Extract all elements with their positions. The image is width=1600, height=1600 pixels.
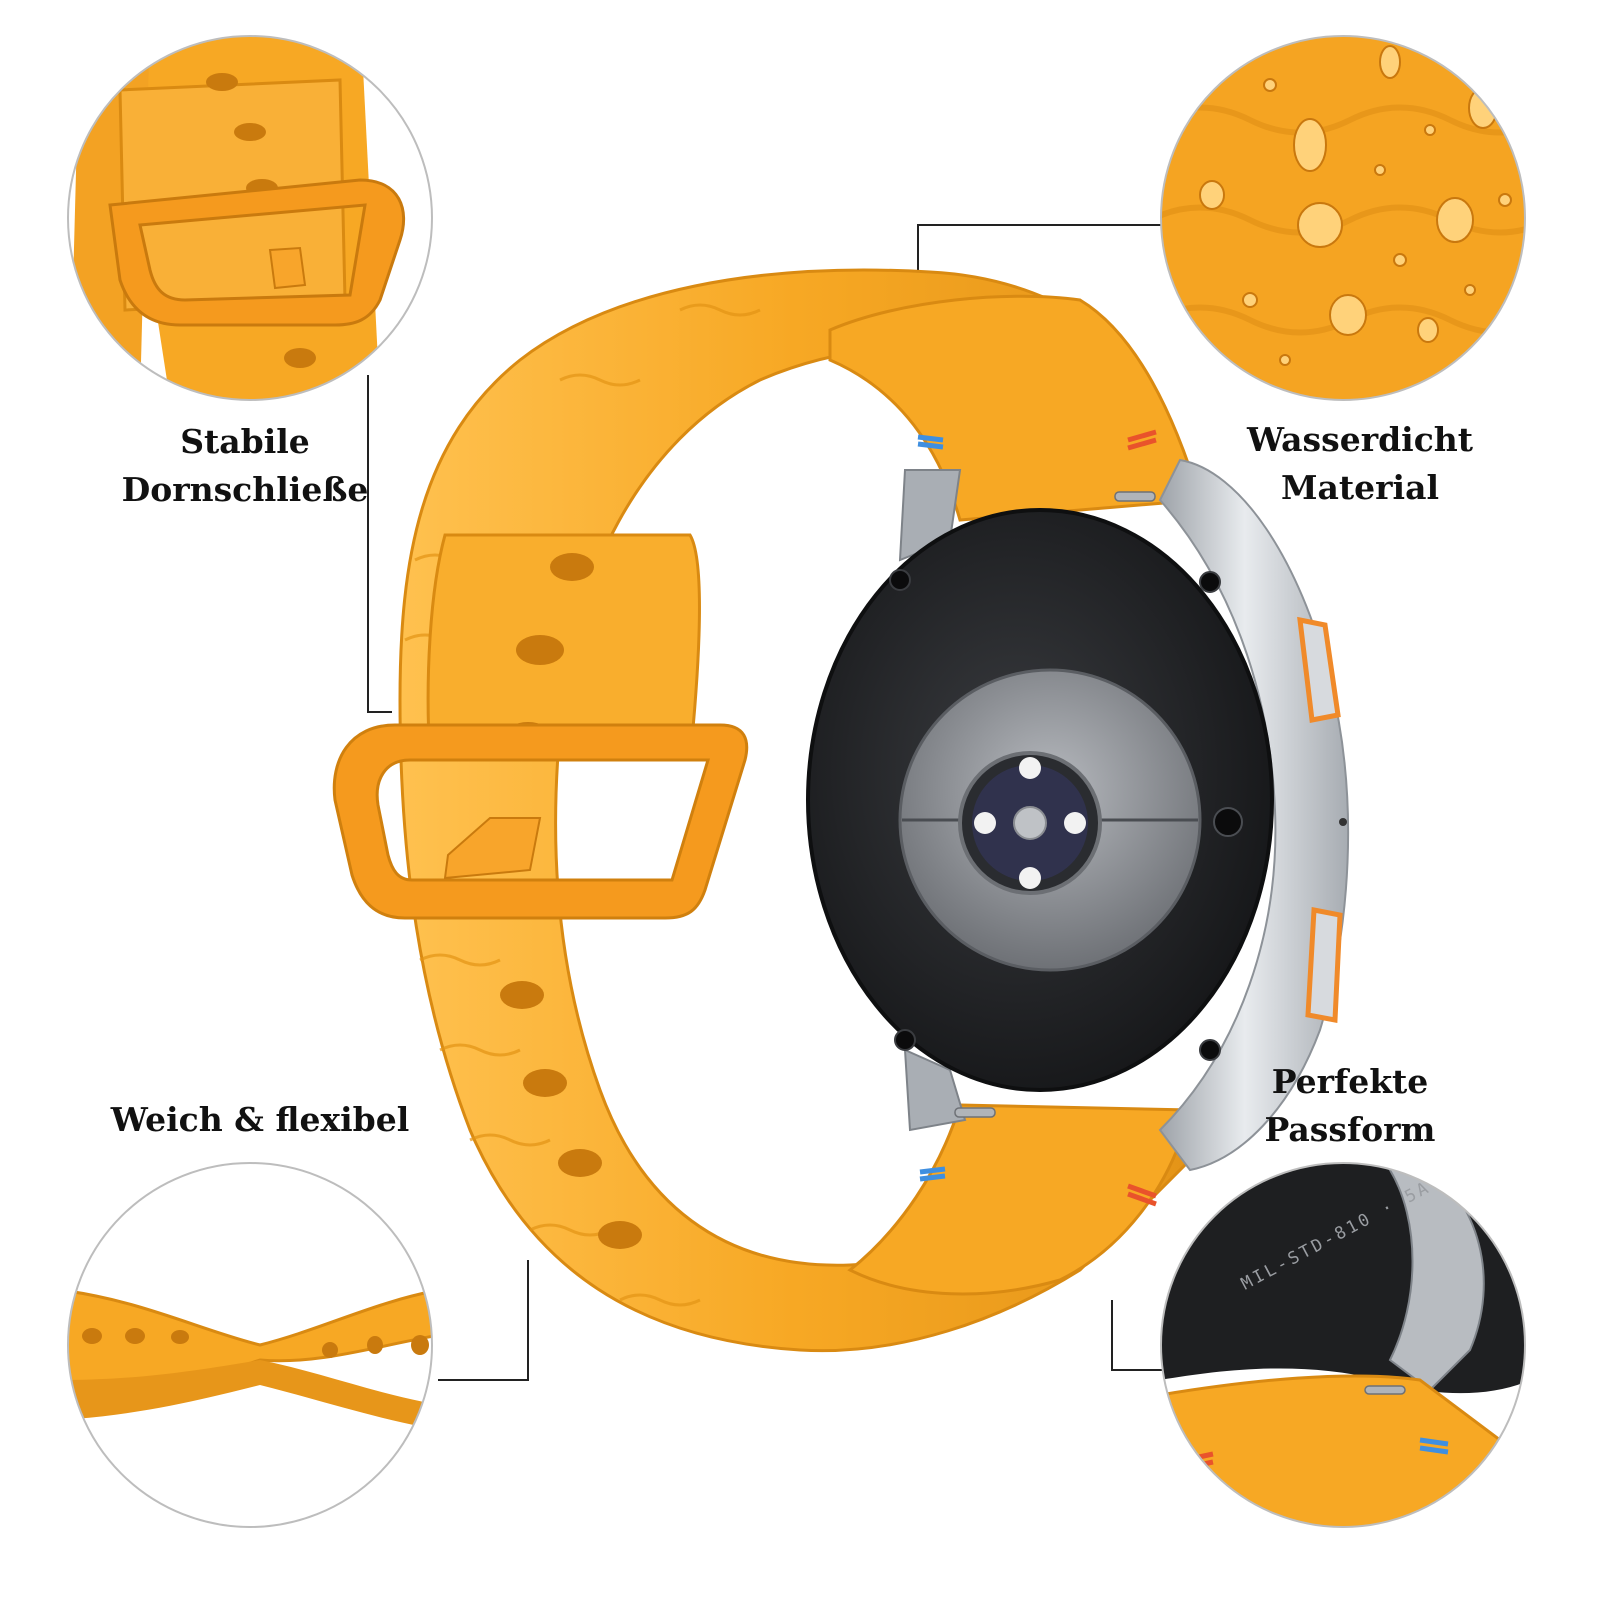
feature-label-fit: Perfekte Passform: [1240, 1058, 1460, 1154]
watch-side-dot: [1339, 818, 1347, 826]
feature-label-buckle-line1: Stabile: [180, 422, 310, 461]
detail-circle-buckle: [67, 35, 433, 401]
band-wave-ridges: [404, 303, 761, 1307]
feature-label-soft: Weich & flexibel: [110, 1096, 410, 1144]
sensor-leds: [974, 757, 1086, 889]
detail-circle-waterproof: [1160, 35, 1526, 401]
watch-button-top: [1297, 616, 1341, 723]
feature-label-waterproof: Wasserdicht Material: [1230, 416, 1490, 512]
callout-line-waterproof: [917, 224, 1178, 270]
watch-button-bottom: [1305, 907, 1343, 1023]
spring-bars: [954, 491, 1156, 1118]
feature-label-buckle: Stabile Dornschließe: [110, 418, 380, 514]
callout-line-buckle: [367, 375, 392, 713]
callout-line-soft: [438, 1260, 529, 1381]
watch-lug-bottom: [903, 1048, 967, 1132]
buckle-tongue: [443, 817, 542, 880]
watch-mic-hole: [1213, 807, 1243, 837]
callout-line-fit: [1111, 1300, 1178, 1371]
detail-circle-fit: MIL-STD-810 · 5ATM · DX+: [1160, 1162, 1526, 1528]
band-upper-strap: [828, 294, 1202, 522]
detail-circle-soft: [67, 1162, 433, 1528]
buckle-frame: [332, 723, 749, 920]
band-stitch-accents: [917, 429, 1157, 1207]
water-drops: [1199, 45, 1512, 366]
feature-label-buckle-line2: Dornschließe: [121, 470, 369, 509]
sensor-core: [1013, 806, 1047, 840]
callout-lines: [367, 224, 1178, 1381]
feature-label-soft-line1: Weich & flexibel: [110, 1100, 410, 1139]
feature-label-fit-line2: Passform: [1264, 1110, 1436, 1149]
feature-label-fit-line1: Perfekte: [1271, 1062, 1429, 1101]
watch-screws: [889, 569, 1221, 1061]
feature-label-waterproof-line1: Wasserdicht: [1246, 420, 1474, 459]
watch-band: [332, 268, 1202, 1353]
watch-body: [806, 458, 1350, 1172]
feature-label-waterproof-line2: Material: [1281, 468, 1439, 507]
